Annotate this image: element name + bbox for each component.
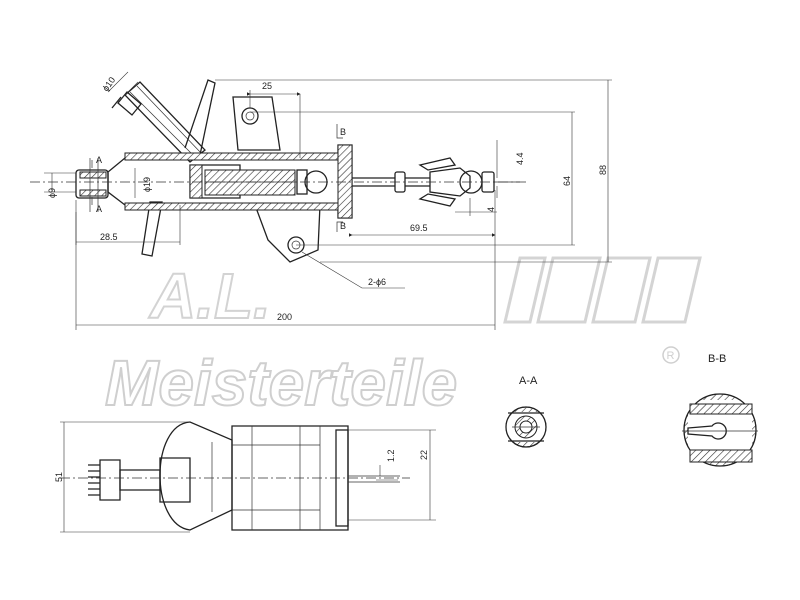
- section-b-b: B-B: [682, 353, 758, 467]
- mounting-flange-bottom: [254, 204, 321, 263]
- mounting-flange-top: [232, 96, 281, 151]
- svg-text:64: 64: [562, 176, 572, 186]
- svg-text:A: A: [96, 155, 102, 165]
- dim-22: 22: [348, 429, 436, 521]
- dim-69-5: 69.5: [349, 190, 496, 240]
- cylinder-body: [107, 144, 353, 219]
- svg-text:R: R: [667, 350, 675, 362]
- watermark-brand: Meisterteile: [105, 347, 457, 419]
- svg-text:A-A: A-A: [519, 375, 538, 387]
- svg-text:B: B: [340, 221, 346, 231]
- svg-text:51: 51: [54, 472, 64, 482]
- watermark: A.L. Meisterteile R: [104, 256, 702, 420]
- svg-text:88: 88: [598, 165, 608, 175]
- section-a-a: A-A: [505, 375, 547, 448]
- bottom-view: 51 1.2 22: [54, 421, 436, 533]
- svg-text:4: 4: [486, 207, 496, 212]
- dim-200: 200: [75, 212, 496, 330]
- svg-text:B-B: B-B: [708, 353, 726, 365]
- svg-text:ϕ10: ϕ10: [100, 75, 117, 93]
- section-marker-b: B B: [336, 124, 346, 232]
- svg-text:4.4: 4.4: [515, 152, 525, 165]
- cone-flange: [159, 421, 233, 531]
- dim-51: 51: [54, 421, 190, 533]
- svg-text:ϕ19: ϕ19: [142, 177, 152, 192]
- watermark-stripes: [503, 256, 702, 324]
- dim-holes-2-d6: 2-ϕ6: [301, 251, 405, 289]
- svg-text:22: 22: [419, 450, 429, 460]
- dim-64: 64: [250, 111, 575, 246]
- left-nozzle: [88, 457, 191, 503]
- upper-support: [184, 79, 216, 156]
- svg-text:A: A: [96, 204, 102, 214]
- svg-text:ϕ9: ϕ9: [47, 188, 57, 198]
- dim-diameter-10: ϕ10: [100, 71, 139, 103]
- svg-text:1.2: 1.2: [386, 449, 396, 462]
- svg-text:B: B: [340, 127, 346, 137]
- svg-text:A.L.: A.L.: [148, 260, 271, 332]
- side-view: A A B B ϕ10 25 ϕ9 ϕ19 28.5: [30, 71, 612, 330]
- svg-text:69.5: 69.5: [410, 223, 428, 233]
- svg-text:200: 200: [277, 312, 292, 322]
- drain-nipple: [141, 201, 163, 257]
- dim-diameter-9: ϕ9: [44, 172, 76, 198]
- svg-text:2-ϕ6: 2-ϕ6: [368, 277, 386, 287]
- dim-1-2: 1.2: [376, 449, 398, 481]
- dim-diameter-19: ϕ19: [134, 168, 152, 198]
- dim-25: 25: [247, 81, 301, 158]
- watermark-logo: A.L.: [147, 256, 702, 333]
- dim-4-4: 4.4: [496, 140, 525, 198]
- dim-4: 4: [455, 198, 497, 216]
- dim-88: 88: [215, 79, 612, 263]
- cylinder-bottom-body: [231, 425, 349, 531]
- bottom-rod: [348, 475, 400, 483]
- svg-text:25: 25: [262, 81, 272, 91]
- section-marker-a: A A: [91, 155, 102, 214]
- svg-text:28.5: 28.5: [100, 232, 118, 242]
- mount-hole-top: [241, 107, 259, 125]
- registered-mark: [662, 346, 680, 364]
